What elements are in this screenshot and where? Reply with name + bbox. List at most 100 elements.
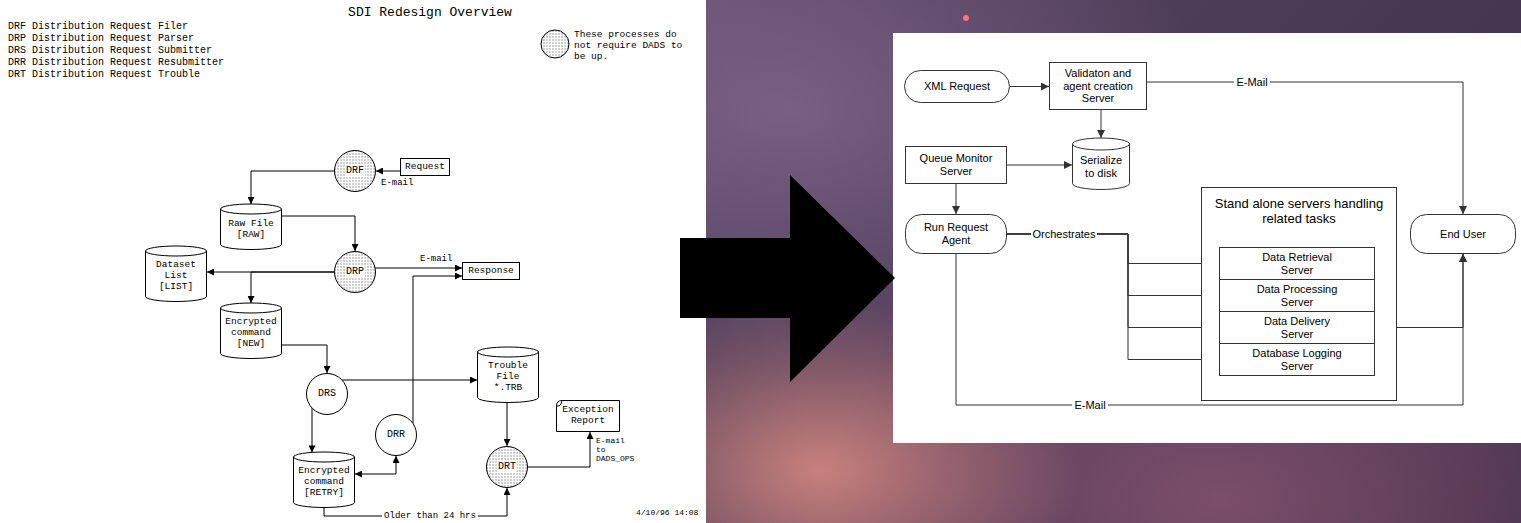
edge-label: E-mail to DADS_OPS <box>596 436 637 464</box>
outline <box>307 374 348 415</box>
connector <box>312 408 313 452</box>
data-store: Raw File [RAW] <box>220 204 282 250</box>
connector <box>282 216 355 251</box>
outline <box>463 263 520 280</box>
connector <box>413 276 462 424</box>
outline <box>221 303 282 359</box>
node-text: Response <box>468 266 514 277</box>
node-text: Data Retrieval Server <box>1249 251 1345 276</box>
node-text: Serialize to disk <box>1076 154 1126 179</box>
node-text: End User <box>1440 228 1486 241</box>
node-text: DRR <box>387 429 405 441</box>
connector <box>342 380 477 381</box>
data-store: Dataset List [LIST] <box>145 246 207 302</box>
node-text: Dataset List [LIST] <box>149 260 203 293</box>
node-text: Trouble File *.TRB <box>481 361 535 394</box>
page-curl <box>557 401 563 407</box>
abbreviation-key: DRT Distribution Request Trouble <box>8 69 200 81</box>
node-text: Request <box>405 162 445 173</box>
outline <box>1050 63 1147 110</box>
connector <box>507 403 508 446</box>
agent-box: Run Request Agent <box>905 214 1007 254</box>
connector <box>282 345 327 373</box>
outline <box>1073 138 1130 189</box>
outline <box>335 151 376 192</box>
connector <box>1007 234 1219 328</box>
abbreviation-key: DRP Distribution Request Parser <box>8 33 194 45</box>
outline <box>376 415 417 456</box>
outline <box>221 204 282 250</box>
data-store: Trouble File *.TRB <box>477 347 539 403</box>
server-box: Data Delivery Server <box>1219 311 1375 344</box>
abbreviation-key: DRF Distribution Request Filer <box>8 21 188 33</box>
edge-label: E-mail <box>379 178 415 188</box>
process-circle: DRP <box>334 251 376 293</box>
report-document: Exception Report <box>556 400 620 432</box>
data-store: Encrypted command [NEW] <box>220 303 282 359</box>
connector <box>1007 234 1219 296</box>
connector <box>1010 86 1049 87</box>
outline <box>1220 248 1375 280</box>
terminal-box: End User <box>1410 214 1516 254</box>
connector <box>355 456 396 474</box>
edge-label: E-Mail <box>1072 399 1107 412</box>
edge-label: Orchestrates <box>1031 228 1098 241</box>
connector <box>251 171 334 204</box>
legend-text: These processes do not require DADS to b… <box>574 30 694 63</box>
node-text: DRT <box>497 461 517 473</box>
node-text: Data Delivery Server <box>1249 315 1345 340</box>
process-circle: DRF <box>334 150 376 192</box>
node-text: Queue Monitor Server <box>911 152 1001 177</box>
outline <box>1202 188 1397 401</box>
right-panel <box>893 33 1521 443</box>
node-text: XML Request <box>924 80 990 93</box>
abbreviation-key: DRR Distribution Request Resubmitter <box>8 57 224 69</box>
server-group: Stand alone servers handling related tas… <box>1201 187 1397 401</box>
node-text: Encrypted command [RETRY] <box>297 466 351 499</box>
group-heading: Stand alone servers handling related tas… <box>1214 197 1384 227</box>
node-text: Validaton and agent creation Server <box>1053 67 1143 105</box>
outline <box>906 215 1007 254</box>
outline <box>478 347 539 403</box>
outline <box>1220 280 1375 312</box>
edge-label: E-Mail <box>1234 76 1269 89</box>
node-text: DRS <box>318 388 336 400</box>
disk-store: Serialize to disk <box>1072 138 1130 190</box>
transition-arrow <box>680 175 895 382</box>
connector <box>1101 110 1102 138</box>
server-box: Data Retrieval Server <box>1219 247 1375 280</box>
outline <box>401 159 450 176</box>
connector <box>375 268 462 269</box>
abbreviation-key: DRS Distribution Request Submitter <box>8 45 212 57</box>
outline <box>146 246 207 302</box>
outline <box>1411 215 1516 254</box>
outline <box>906 147 1007 184</box>
connector <box>251 272 334 303</box>
outline <box>335 252 376 293</box>
connector <box>376 171 400 172</box>
connector <box>528 432 590 467</box>
server-box: Data Processing Server <box>1219 279 1375 312</box>
edge-label: E-mail <box>418 254 454 264</box>
outline <box>905 71 1010 103</box>
message-box: Request <box>400 158 450 176</box>
outline <box>1220 312 1375 344</box>
edge-label: Older than 24 hrs <box>382 511 478 521</box>
process-circle: DRT <box>486 446 528 488</box>
process-circle: DRS <box>306 373 348 415</box>
process-circle: DRR <box>375 414 417 456</box>
connector <box>956 184 957 214</box>
legend-swatch <box>541 30 569 58</box>
date-stamp: 4/10/96 14:08 <box>636 508 698 517</box>
outline <box>1220 344 1375 376</box>
node-text: Encrypted command [NEW] <box>224 317 278 350</box>
left-panel <box>0 0 706 523</box>
node-text: DRF <box>345 165 365 177</box>
node-text: Raw File [RAW] <box>224 219 278 241</box>
connector <box>1007 234 1219 360</box>
server-box: Validaton and agent creation Server <box>1049 62 1147 110</box>
connector <box>1007 165 1072 166</box>
outline <box>557 401 620 432</box>
terminal-box: XML Request <box>904 70 1010 103</box>
